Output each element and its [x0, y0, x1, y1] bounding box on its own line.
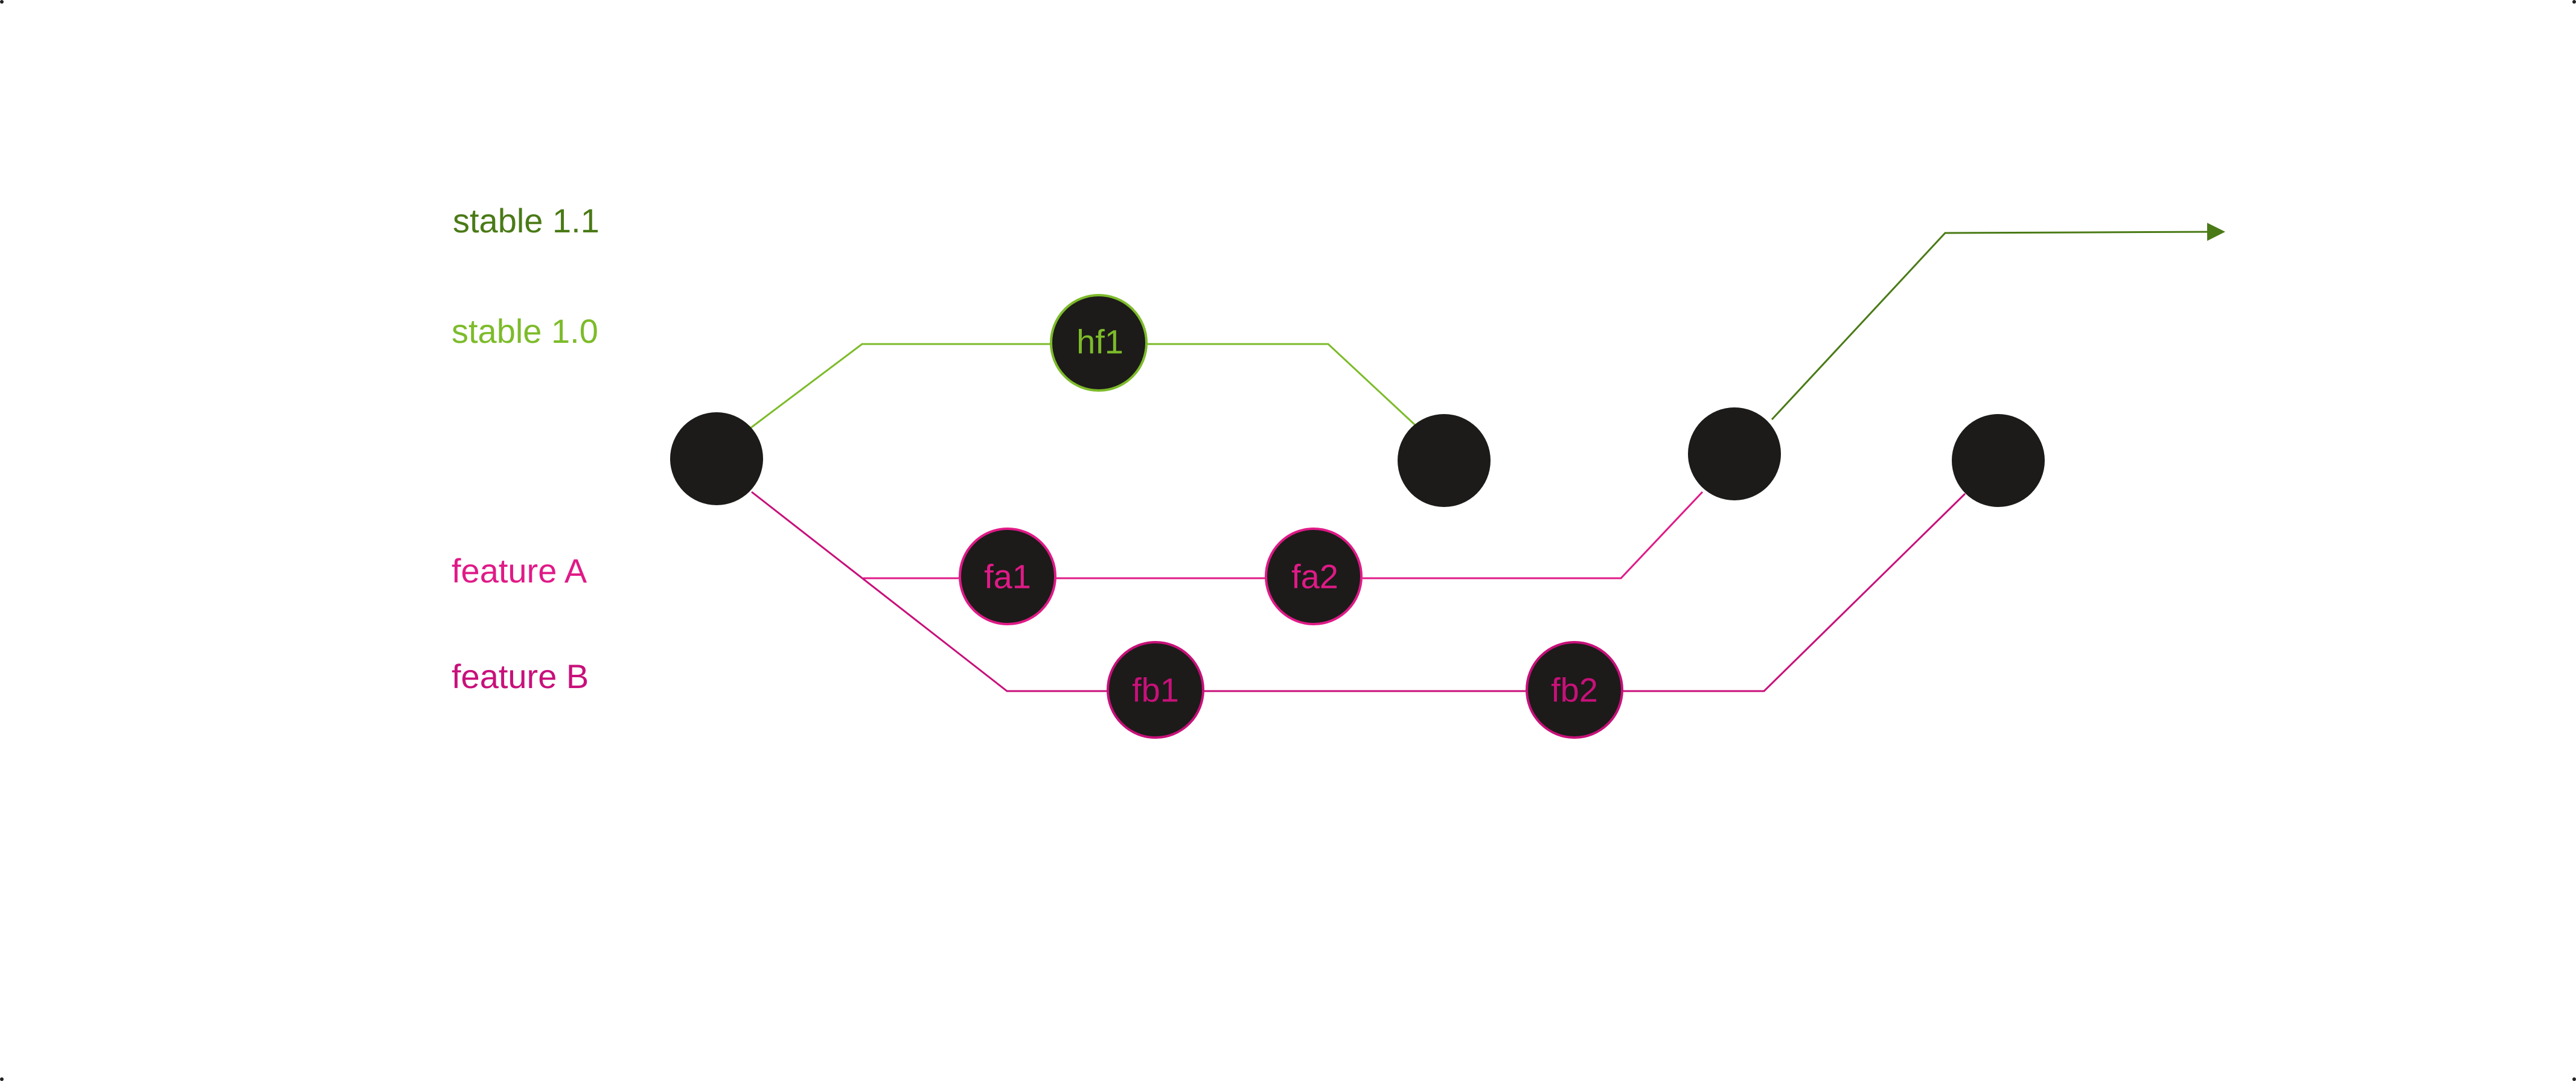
- branch-line-stable-1-0: [747, 343, 1050, 432]
- commit-node-hf1: hf1: [1050, 294, 1148, 392]
- corner-mark-bottom-right: [2572, 1077, 2576, 1081]
- label-stable-1-1: stable 1.1: [453, 202, 599, 240]
- base-node: [670, 412, 763, 505]
- corner-mark-top-left: [0, 0, 4, 4]
- commit-node-fa1: fa1: [959, 528, 1056, 625]
- commit-node-fa2: fa2: [1265, 528, 1363, 625]
- label-feature-b: feature B: [452, 657, 589, 695]
- branch-line-feature-a-merge: [1363, 491, 1704, 579]
- branch-line-stable-1-0-merge: [1147, 343, 1417, 427]
- commit-label-fb2: fb2: [1551, 671, 1598, 709]
- commit-label-fb1: fb1: [1132, 671, 1179, 709]
- label-stable-1-0: stable 1.0: [452, 312, 598, 350]
- commit-node-fb2: fb2: [1526, 641, 1623, 739]
- branch-line-feature-b: [751, 491, 1108, 692]
- commit-label-fa2: fa2: [1291, 558, 1338, 596]
- commit-node-fb1: fb1: [1107, 641, 1204, 739]
- corner-mark-top-right: [2572, 0, 2576, 4]
- merge-node-feature-a: [1688, 407, 1781, 500]
- branch-line-feature-b-merge: [1622, 493, 1966, 692]
- merge-node-hf1: [1398, 414, 1491, 507]
- commit-label-fa1: fa1: [984, 558, 1031, 596]
- label-feature-a: feature A: [452, 552, 587, 590]
- merge-node-feature-b: [1952, 414, 2045, 507]
- corner-mark-bottom-left: [0, 1077, 4, 1081]
- branch-line-stable-1-1: [1771, 223, 2225, 421]
- commit-label-hf1: hf1: [1076, 323, 1123, 361]
